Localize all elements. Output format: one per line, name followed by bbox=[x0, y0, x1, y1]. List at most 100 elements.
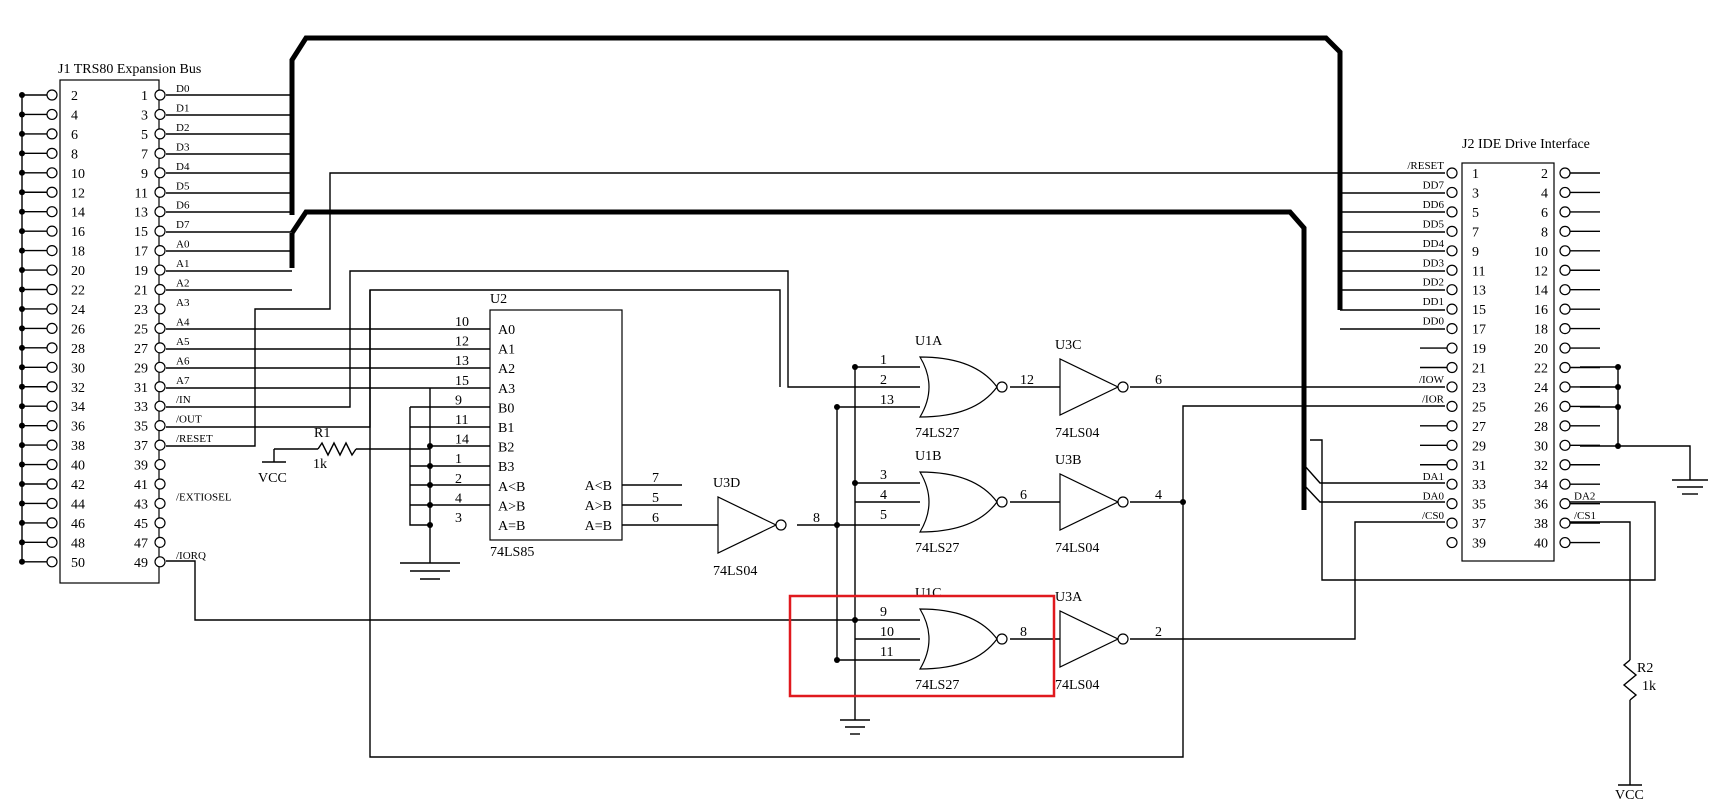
connector-pin bbox=[154, 420, 166, 432]
j1-pin-odd: 33 bbox=[134, 400, 148, 415]
j2-signal-left: /RESET bbox=[1407, 160, 1444, 172]
inverter-ref: U3A bbox=[1055, 590, 1083, 605]
u1c-highlight-box bbox=[788, 594, 1056, 698]
connector-pin bbox=[154, 478, 166, 490]
r2-supply: VCC bbox=[1615, 788, 1644, 802]
j2-pin-even: 6 bbox=[1541, 206, 1548, 221]
j1-signal-label: D6 bbox=[176, 200, 190, 212]
connector-pin bbox=[1559, 342, 1571, 354]
connector-pin bbox=[154, 342, 166, 354]
connector-pin bbox=[1446, 439, 1458, 451]
j1-pin-odd: 13 bbox=[134, 206, 148, 221]
connector-pin bbox=[154, 264, 166, 276]
j1-signal-label: D2 bbox=[176, 122, 189, 134]
j1-pin-odd: 45 bbox=[134, 517, 148, 532]
u2-pin-number: 2 bbox=[455, 472, 462, 487]
connector-pin bbox=[1559, 245, 1571, 257]
j2-pin-odd: 33 bbox=[1472, 478, 1486, 493]
j1-pin-odd: 39 bbox=[134, 459, 148, 474]
j1-pin-odd: 1 bbox=[141, 89, 148, 104]
j2-signal-left: DD4 bbox=[1423, 238, 1445, 250]
connector-pin bbox=[46, 186, 58, 198]
connector-pin bbox=[154, 322, 166, 334]
u2-pin-name: B3 bbox=[498, 460, 514, 475]
u2-pin-number: 3 bbox=[455, 511, 462, 526]
j1-signal-label: A6 bbox=[176, 355, 190, 367]
connector-pin bbox=[46, 420, 58, 432]
inverter-output-pin: 8 bbox=[813, 511, 820, 526]
connector-pin bbox=[154, 186, 166, 198]
j1-pin-even: 6 bbox=[71, 128, 78, 143]
connector-pin bbox=[154, 497, 166, 510]
j2-pin-odd: 7 bbox=[1472, 225, 1479, 240]
j1-pin-even: 20 bbox=[71, 264, 85, 279]
gate-ref: U1B bbox=[915, 449, 941, 464]
j1-pin-odd: 31 bbox=[134, 381, 148, 396]
connector-pin bbox=[1446, 459, 1458, 471]
u2-pin-name: B1 bbox=[498, 421, 514, 436]
u2-pin-name: A0 bbox=[498, 323, 515, 338]
connector-pin bbox=[46, 303, 58, 315]
connector-pin bbox=[1559, 517, 1571, 529]
connector-pin bbox=[46, 108, 58, 121]
j1-pin-even: 24 bbox=[71, 303, 85, 318]
connector-pin bbox=[46, 264, 58, 276]
connector-pin bbox=[154, 400, 166, 412]
j1-signal-label: /IORQ bbox=[176, 550, 206, 562]
nor-gate-symbol bbox=[918, 356, 998, 418]
gate-output-pin: 8 bbox=[1020, 625, 1027, 640]
connector-pin bbox=[1559, 420, 1571, 432]
j2-pin-even: 16 bbox=[1534, 303, 1548, 318]
connector-pin bbox=[154, 206, 166, 218]
u2-pin-name: A=B bbox=[498, 519, 525, 534]
connector-pin bbox=[46, 225, 58, 237]
gate-output-pin: 6 bbox=[1020, 488, 1027, 503]
u2-output-name: A<B bbox=[585, 479, 612, 494]
connector-pin bbox=[46, 89, 58, 101]
j1-pin-odd: 3 bbox=[141, 108, 148, 123]
gate-part: 74LS27 bbox=[915, 541, 959, 556]
u2-pin-name: B2 bbox=[498, 441, 514, 456]
j1-title: J1 TRS80 Expansion Bus bbox=[58, 62, 201, 77]
u2-pin-number: 12 bbox=[455, 335, 469, 350]
gate-input-pin: 1 bbox=[880, 353, 887, 368]
j2-pin-even: 26 bbox=[1534, 400, 1548, 415]
j1-pin-even: 50 bbox=[71, 556, 85, 571]
r2-value: 1k bbox=[1642, 679, 1656, 694]
u2-pin-name: A1 bbox=[498, 343, 515, 358]
gate-output-pin: 12 bbox=[1020, 373, 1034, 388]
j1-pin-odd: 29 bbox=[134, 361, 148, 376]
inverter-output-pin: 2 bbox=[1155, 625, 1162, 640]
inverter-part: 74LS04 bbox=[1055, 678, 1099, 693]
j1-signal-label: D3 bbox=[176, 141, 190, 153]
connector-pin bbox=[46, 128, 58, 140]
u2-output-name: A>B bbox=[585, 499, 612, 514]
j1-pin-odd: 47 bbox=[134, 536, 148, 551]
j1-pin-even: 26 bbox=[71, 322, 85, 337]
connector-pin bbox=[46, 322, 58, 334]
j2-signal-left: DA1 bbox=[1423, 471, 1444, 483]
j2-pin-odd: 11 bbox=[1472, 264, 1485, 279]
u2-output-name: A=B bbox=[585, 519, 612, 534]
inverter-ref: U3C bbox=[1055, 338, 1081, 353]
j2-title: J2 IDE Drive Interface bbox=[1462, 137, 1590, 152]
connector-pin bbox=[1559, 400, 1571, 412]
connector-pin bbox=[154, 361, 166, 373]
